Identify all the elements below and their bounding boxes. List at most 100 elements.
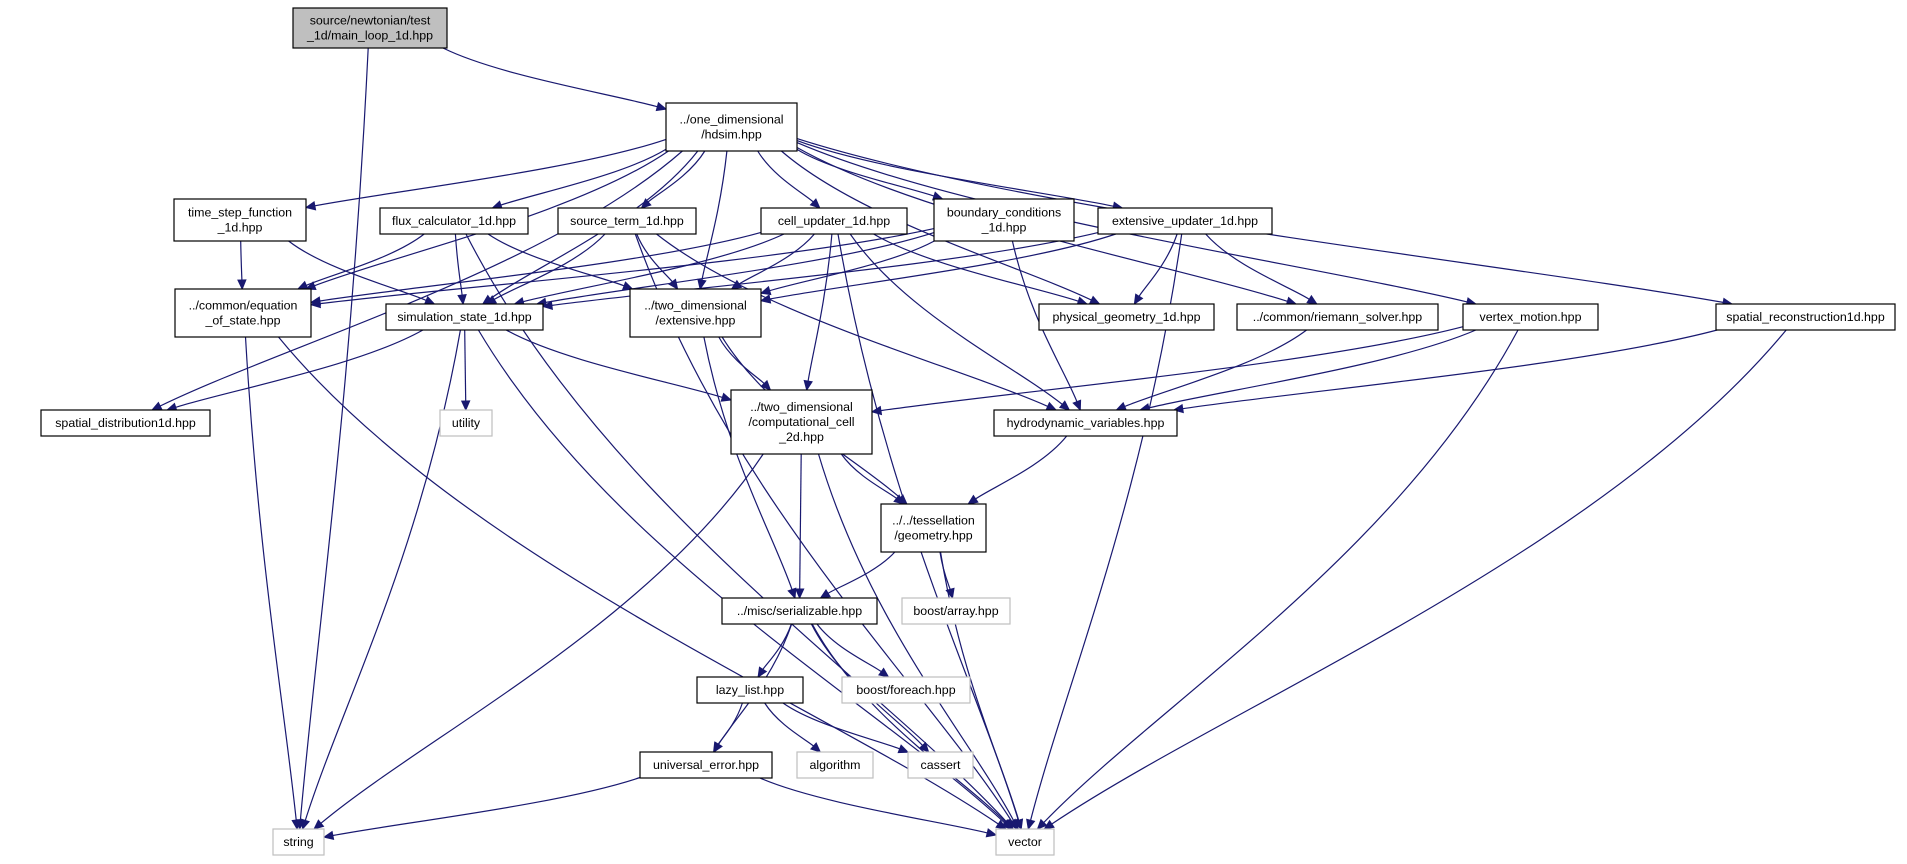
edge-hdsim-to-boundary (796, 148, 935, 197)
node-eos[interactable]: ../common/equation_of_state.hpp (174, 288, 312, 338)
node-box (796, 751, 874, 779)
edge-hdsim-to-cell-updater (757, 150, 814, 203)
node-label: ../one_dimensional (679, 113, 783, 127)
edge-source-to-hydro (656, 233, 1049, 407)
node-label: source_term_1d.hpp (570, 214, 684, 228)
node-box (665, 102, 798, 152)
edge-arrowhead (897, 744, 910, 754)
node-time-step[interactable]: time_step_function_1d.hpp (173, 198, 307, 242)
edge-comp-cell-to-vector (817, 453, 1015, 822)
edge-cell-updater-to-comp-cell (807, 233, 833, 382)
edges-layer (150, 47, 1787, 841)
node-comp-cell[interactable]: ../two_dimensional/computational_cell_2d… (730, 389, 873, 455)
edge-arrowhead (787, 587, 797, 600)
edge-flux-to-sim-state (454, 233, 463, 296)
node-spatial-dist[interactable]: spatial_distribution1d.hpp (40, 409, 211, 437)
node-box (385, 303, 544, 331)
edge-arrowhead (1306, 294, 1318, 305)
node-label: boost/foreach.hpp (856, 683, 955, 697)
edge-arrowhead (655, 101, 668, 112)
edge-spatial-rec-to-hydro (1182, 329, 1718, 410)
edge-arrowhead (893, 494, 905, 505)
edge-arrowhead (1002, 818, 1014, 830)
node-spatial-rec[interactable]: spatial_reconstruction1d.hpp (1715, 303, 1896, 331)
edge-arrowhead (668, 278, 679, 290)
node-flux[interactable]: flux_calculator_1d.hpp (379, 207, 529, 235)
node-label: /hdsim.hpp (701, 128, 762, 142)
node-box (174, 288, 312, 338)
node-boost-array[interactable]: boost/array.hpp (901, 597, 1011, 625)
edge-arrowhead (810, 742, 822, 753)
node-label: simulation_state_1d.hpp (397, 310, 531, 324)
node-vector[interactable]: vector (995, 828, 1055, 856)
node-label: _1d.hpp (981, 221, 1027, 235)
node-root[interactable]: source/newtonian/test_1d/main_loop_1d.hp… (292, 7, 448, 49)
node-box (907, 751, 974, 779)
node-label: universal_error.hpp (653, 758, 759, 772)
edge-vertex-to-vector (1043, 329, 1519, 823)
edge-riemann-to-hydro (1124, 329, 1307, 408)
node-label: _1d.hpp (217, 221, 263, 235)
node-lazy-list[interactable]: lazy_list.hpp (696, 676, 804, 704)
node-riemann[interactable]: ../common/riemann_solver.hpp (1236, 303, 1439, 331)
node-box (901, 597, 1011, 625)
edge-serializable-to-boost-foreach (816, 623, 882, 673)
node-phys-geom[interactable]: physical_geometry_1d.hpp (1038, 303, 1215, 331)
edge-arrowhead (1115, 401, 1128, 411)
edge-arrowhead (296, 280, 309, 290)
node-sim-state[interactable]: simulation_state_1d.hpp (385, 303, 544, 331)
node-box (1038, 303, 1215, 331)
edge-arrowhead (712, 741, 723, 754)
edge-arrowhead (794, 588, 805, 600)
edge-time-step-to-sim-state (288, 240, 427, 301)
edge-arrowhead (460, 400, 471, 412)
node-boundary[interactable]: boundary_conditions_1d.hpp (933, 198, 1075, 242)
node-cassert[interactable]: cassert (907, 751, 974, 779)
node-label: spatial_distribution1d.hpp (55, 416, 196, 430)
edge-cell-updater-to-hydro (849, 233, 1063, 405)
node-box (173, 198, 307, 242)
node-string[interactable]: string (272, 828, 325, 856)
node-algorithm[interactable]: algorithm (796, 751, 874, 779)
edge-spatial-rec-to-vector (1051, 329, 1787, 825)
node-hdsim[interactable]: ../one_dimensional/hdsim.hpp (665, 102, 798, 152)
edge-eos-to-vector (278, 336, 999, 825)
edge-flux-to-extensive (487, 233, 625, 287)
node-vertex[interactable]: vertex_motion.hpp (1462, 303, 1599, 331)
node-utility[interactable]: utility (439, 409, 493, 437)
edge-ext-updater-to-phys-geom (1138, 233, 1178, 297)
edge-ext-updater-to-sim-state (551, 232, 1099, 306)
edge-comp-cell-to-serializable (799, 453, 802, 590)
node-hydro[interactable]: hydrodynamic_variables.hpp (993, 409, 1178, 437)
node-box (292, 7, 448, 49)
node-box (629, 288, 762, 338)
edge-arrowhead (621, 281, 634, 291)
node-geometry[interactable]: ../../tessellation/geometry.hpp (880, 503, 987, 553)
edge-arrowhead (985, 828, 998, 838)
node-boost-foreach[interactable]: boost/foreach.hpp (841, 676, 971, 704)
node-source[interactable]: source_term_1d.hpp (557, 207, 697, 235)
node-extensive[interactable]: ../two_dimensional/extensive.hpp (629, 288, 762, 338)
edge-cell-updater-to-sim-state (523, 233, 785, 303)
node-box (696, 676, 804, 704)
edge-sim-state-to-spatial-dist (175, 329, 424, 408)
edge-cell-updater-to-extensive (738, 233, 815, 285)
node-label: _1d/main_loop_1d.hpp (306, 29, 433, 43)
node-label: /computational_cell (748, 415, 854, 429)
edge-arrowhead (1058, 400, 1071, 411)
node-cell-updater[interactable]: cell_updater_1d.hpp (760, 207, 908, 235)
edge-hdsim-to-source (647, 150, 706, 203)
node-ext-updater[interactable]: extensive_updater_1d.hpp (1097, 207, 1273, 235)
node-serializable[interactable]: ../misc/serializable.hpp (721, 597, 878, 625)
edge-arrowhead (757, 666, 768, 679)
node-box (995, 828, 1055, 856)
edge-arrowhead (760, 379, 772, 391)
node-box (730, 389, 873, 455)
node-universal-error[interactable]: universal_error.hpp (639, 751, 773, 779)
node-label: lazy_list.hpp (716, 683, 784, 697)
edge-flux-to-eos (306, 233, 425, 286)
node-label: physical_geometry_1d.hpp (1052, 310, 1200, 324)
edge-hdsim-to-spatial-dist (159, 150, 683, 407)
edge-arrowhead (1072, 399, 1082, 412)
node-label: algorithm (810, 758, 861, 772)
